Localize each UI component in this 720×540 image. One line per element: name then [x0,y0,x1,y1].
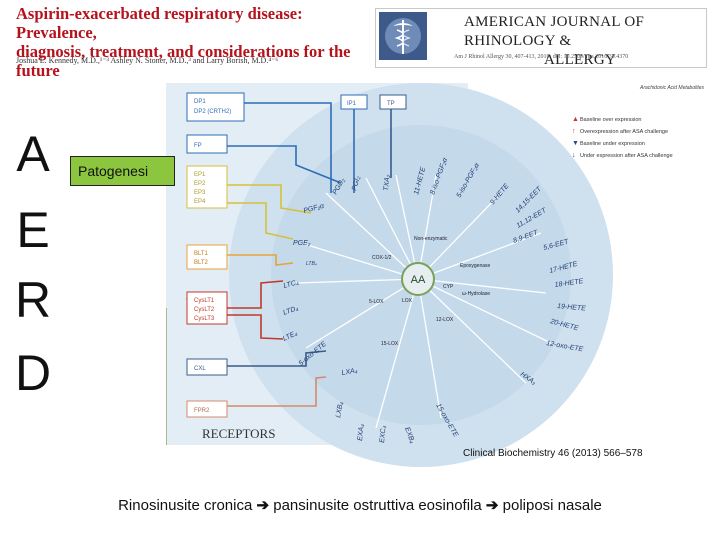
metabolite-18hete: 18-HETE [554,278,584,289]
metabolite-ltb4: LTB₄ [306,261,317,267]
arrow-right-icon: ➔ [256,497,270,514]
legend-item-1: Overexpression after ASA challenge [580,129,668,135]
article-title-line2: diagnosis, treatment, and considerations… [16,42,351,80]
receptor-ep3: EP3 [194,190,206,196]
aerd-letter-r: R [14,272,52,328]
summary-step-2: pansinusite ostruttiva eosinofila [273,497,482,514]
receptor-ip1: IP1 [347,101,357,107]
enzyme-12lox: 12-LOX [436,317,454,323]
legend: ▲ Baseline over expression ↑ Overexpress… [572,116,673,159]
enzyme-cox: COX-1/2 [372,255,392,261]
source-citation: Clinical Biochemistry 46 (2013) 566–578 [463,448,643,459]
receptor-box-fpr2 [186,400,228,418]
legend-arrow-3: ↓ [572,152,576,159]
enzyme-nonenzymatic: Non-enzymatic [414,236,448,242]
pathway-spokes [295,174,552,429]
receptor-box-tp [379,94,407,110]
receptor-cyslt1: CysLT1 [194,298,215,304]
enzyme-15lox: 15-LOX [381,341,399,347]
article-authors: Joshua L. Kennedy, M.D.,¹⁻³ Ashley N. St… [16,56,279,65]
journal-name-line1: AMERICAN JOURNAL OF RHINOLOGY & [464,14,645,49]
journal-name-line2: ALLERGY [544,52,617,68]
receptor-box-ep [186,165,228,209]
aerd-letter-d: D [14,345,52,401]
receptor-fp: FP [194,143,202,149]
receptor-cxl: CXL [194,366,206,372]
journal-banner: AMERICAN JOURNAL OF RHINOLOGY & ALLERGY … [375,8,707,68]
aa-label: AA [411,274,426,286]
cyslt-up-arrow-icon: ↑ [185,297,189,304]
receptor-box-blt [186,244,228,270]
receptor-dp2: DP2 (CRTH2) [194,109,231,115]
metabolite-pge2: PGE₂ [293,240,311,247]
enzyme-5lox: 5-LOX [369,299,384,305]
receptor-cyslt2: CysLT2 [194,307,215,313]
legend-item-2: Baseline under expression [580,141,645,147]
metabolite-lxa4: LXA₄ [341,367,358,377]
receptor-ep1: EP1 [194,172,206,178]
metabolite-lxb4: LXB₄ [335,401,345,418]
enzyme-lox: LOX [402,298,413,304]
receptor-ep2: EP2 [194,181,206,187]
receptor-box-cyslt [186,291,228,325]
journal-name: AMERICAN JOURNAL OF RHINOLOGY & ALLERGY [464,13,704,70]
metabolite-19hete: 19-HETE [557,303,587,313]
receptors-heading: RECEPTORS [202,426,275,441]
legend-arrow-1: ↑ [572,128,576,135]
summary-step-1: Rinosinusite cronica [118,497,253,514]
enzyme-cyp: CYP [443,284,454,290]
aa-node [401,262,435,296]
receptor-box-ip1 [340,94,368,110]
receptor-blt1: BLT1 [194,251,209,257]
receptor-blt2: BLT2 [194,260,209,266]
legend-item-0: Baseline over expression [580,117,641,123]
metabolite-exa4: EXA₄ [357,424,365,442]
summary-step-3: poliposi nasale [502,497,602,514]
metabolite-exc4: EXC₄ [379,425,387,443]
article-title-line1: Aspirin-exacerbated respiratory disease:… [16,4,303,42]
patogenesi-callout: Patogenesi [70,156,175,186]
receptor-box-fp [186,134,228,154]
metabolite-txa2: TXA₂ [383,174,391,191]
receptor-ep4: EP4 [194,199,206,205]
aa-metabolism-figure: Arachidonic Acid Metabolites ▲ Baseline … [166,83,705,467]
legend-item-3: Under expression after ASA challenge [580,153,673,159]
receptor-connectors [166,102,392,445]
journal-citation: Am J Rhinol Allergy 30, 407-413, 2016; d… [454,54,629,60]
metabolite-ltc4: LTC₄ [283,279,300,290]
receptor-box-cxl [186,358,228,376]
receptor-dp1: DP1 [194,99,206,105]
aerd-letter-e: E [16,202,50,258]
aerd-letter-a: A [16,126,50,182]
metabolite-pgi2: PGI₂ [351,175,362,191]
legend-arrow-2: ▼ [572,140,579,147]
legend-title: Arachidonic Acid Metabolites [639,85,705,91]
receptor-tp: TP [387,101,395,107]
receptor-cyslt3: CysLT3 [194,316,215,322]
disease-progression-summary: Rinosinusite cronica ➔ pansinusite ostru… [0,496,720,514]
article-title: Aspirin-exacerbated respiratory disease:… [16,4,376,80]
arrow-right-icon: ➔ [485,497,499,514]
enzyme-epoxygenase: Epoxygenase [460,263,491,269]
caduceus-logo-icon [379,12,427,60]
legend-arrow-0: ▲ [572,116,579,123]
receptor-box-dp [186,92,245,122]
receptor-fpr2: FPR2 [194,408,210,414]
metabolite-ltd4: LTD₄ [282,305,299,317]
enzyme-whydrolase: ω-Hydrolase [462,291,490,297]
